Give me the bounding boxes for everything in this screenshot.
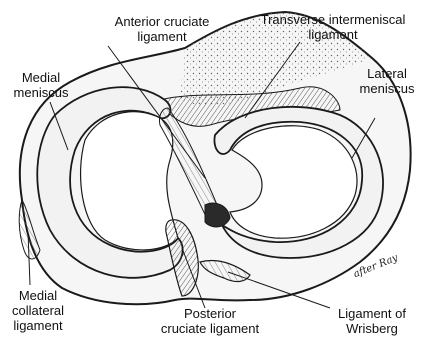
label-med-men-line2: meniscus: [6, 85, 76, 100]
label-acl: Anterior cruciate ligament: [82, 14, 242, 44]
label-acl-line1: Anterior cruciate: [82, 14, 242, 29]
label-mcl-line1: Medial: [4, 288, 72, 303]
label-mcl-line2: collateral: [4, 303, 72, 318]
label-pcl-line1: Posterior: [140, 306, 280, 321]
medial-articular-surface: [81, 112, 178, 250]
label-lat-men-line1: Lateral: [352, 66, 422, 81]
label-wris-line1: Ligament of: [322, 306, 422, 321]
label-med-men-line1: Medial: [6, 70, 76, 85]
label-wris-line2: Wrisberg: [322, 321, 422, 336]
label-acl-line2: ligament: [82, 29, 242, 44]
label-tim-line2: ligament: [244, 27, 422, 42]
label-mcl: Medial collateral ligament: [4, 288, 72, 333]
label-lateral-meniscus: Lateral meniscus: [352, 66, 422, 96]
label-wrisberg: Ligament of Wrisberg: [322, 306, 422, 336]
label-pcl-line2: cruciate ligament: [140, 321, 280, 336]
label-mcl-line3: ligament: [4, 318, 72, 333]
label-medial-meniscus: Medial meniscus: [6, 70, 76, 100]
label-tim-line1: Transverse intermeniscal: [244, 12, 422, 27]
label-transverse-ligament: Transverse intermeniscal ligament: [244, 12, 422, 42]
label-lat-men-line2: meniscus: [352, 81, 422, 96]
label-pcl: Posterior cruciate ligament: [140, 306, 280, 336]
